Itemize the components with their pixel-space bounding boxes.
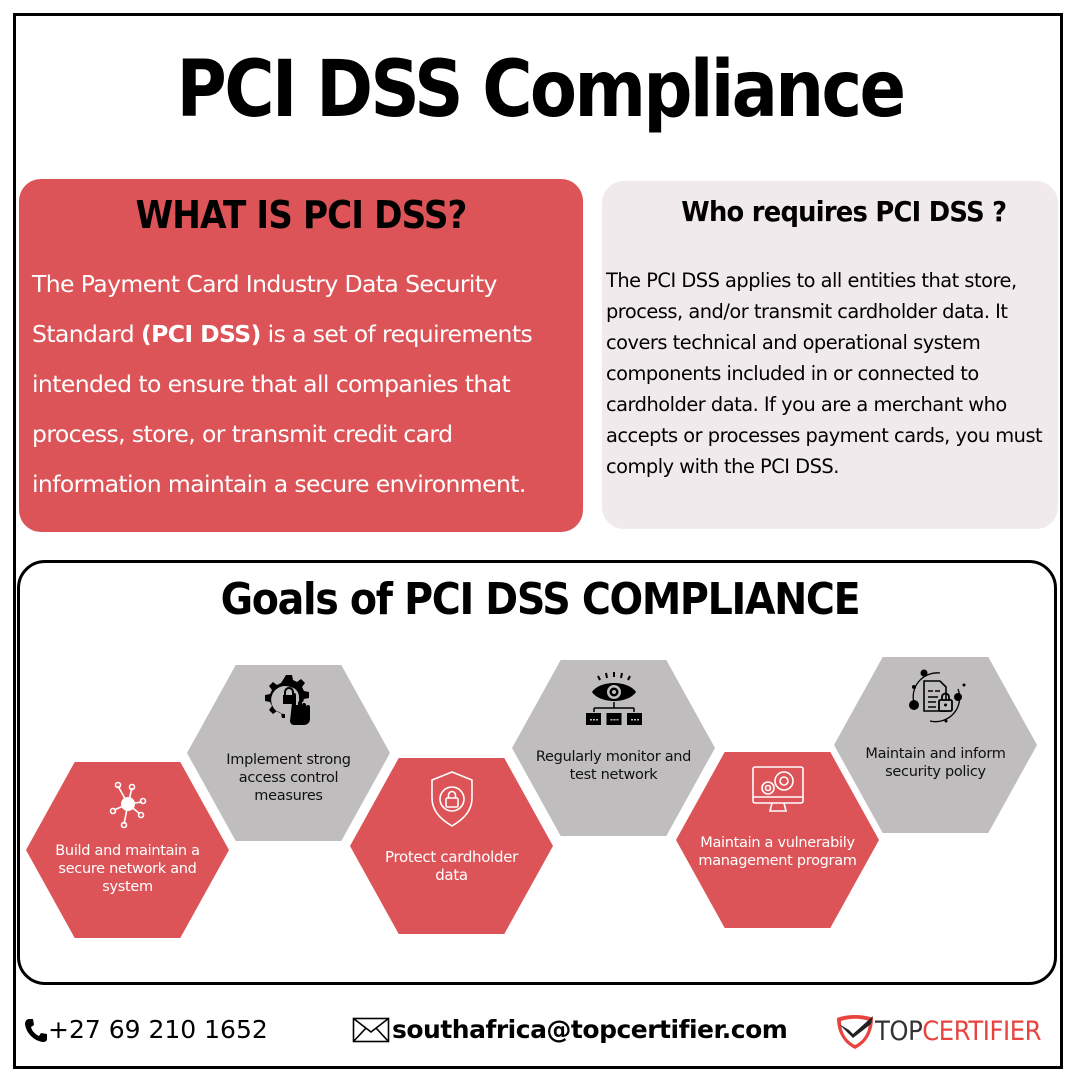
monitor-gears-icon xyxy=(751,766,804,812)
goal-label: Build and maintain a secure network and … xyxy=(55,843,200,895)
goal-label: Protect cardholder data xyxy=(384,848,519,884)
network-hub-icon xyxy=(109,781,146,829)
what-is-body-text: The Payment Card Industry Data Security … xyxy=(32,270,497,348)
phone-number[interactable]: +27 69 210 1652 xyxy=(48,1015,268,1044)
goal-label: Maintain and inform security policy xyxy=(865,746,1006,780)
what-is-body-bold: (PCI DSS) xyxy=(140,320,261,348)
logo-certifier-text: CERTIFIER xyxy=(922,1015,1042,1047)
logo-wordmark: TOPCERTIFIER xyxy=(875,1015,1042,1047)
email-address[interactable]: southafrica@topcertifier.com xyxy=(392,1015,788,1044)
goal-label: Implement strong access control measures xyxy=(226,752,351,804)
goal-hex-secure-network: Build and maintain a secure network and … xyxy=(26,762,229,938)
who-requires-body: The PCI DSS applies to all entities that… xyxy=(606,269,1043,478)
who-requires-title: Who requires PCI DSS ? xyxy=(681,195,1007,228)
goal-hex-protect-data: Protect cardholder data xyxy=(350,758,553,934)
goals-title: Goals of PCI DSS COMPLIANCE xyxy=(220,574,861,625)
envelope-icon xyxy=(352,1017,390,1042)
eye-folders-icon xyxy=(585,672,642,725)
gear-lock-hand-icon xyxy=(264,675,310,725)
goal-hex-access-control: Implement strong access control measures xyxy=(187,665,390,841)
what-is-card: WHAT IS PCI DSS? The Payment Card Indust… xyxy=(19,179,583,532)
phone-icon xyxy=(25,1018,47,1042)
goals-section xyxy=(17,560,1057,985)
goal-hex-security-policy: Maintain and inform security policy xyxy=(834,657,1037,833)
what-is-body-text-rest: is a set of requirements intended to ens… xyxy=(32,320,533,498)
goal-hex-monitor-network: Regularly monitor and test network xyxy=(512,660,715,836)
shield-check-logo-icon xyxy=(837,1015,873,1049)
page-title: PCI DSS Compliance xyxy=(176,45,907,135)
what-is-title: WHAT IS PCI DSS? xyxy=(135,193,467,237)
goal-label: Regularly monitor and test network xyxy=(535,749,692,783)
who-requires-card: Who requires PCI DSS ? The PCI DSS appli… xyxy=(602,181,1058,529)
document-lock-icon xyxy=(908,669,965,723)
what-is-body: The Payment Card Industry Data Security … xyxy=(32,259,577,509)
goal-hex-vulnerability-program: Maintain a vulnerabily management progra… xyxy=(676,752,879,928)
email-contact[interactable]: southafrica@topcertifier.com xyxy=(352,1015,788,1044)
topcertifier-logo: TOPCERTIFIER xyxy=(835,1012,1060,1050)
goal-label: Maintain a vulnerabily management progra… xyxy=(698,835,857,869)
phone-contact[interactable]: +27 69 210 1652 xyxy=(24,1015,268,1044)
shield-lock-icon xyxy=(430,771,473,827)
logo-top-text: TOP xyxy=(875,1015,923,1047)
